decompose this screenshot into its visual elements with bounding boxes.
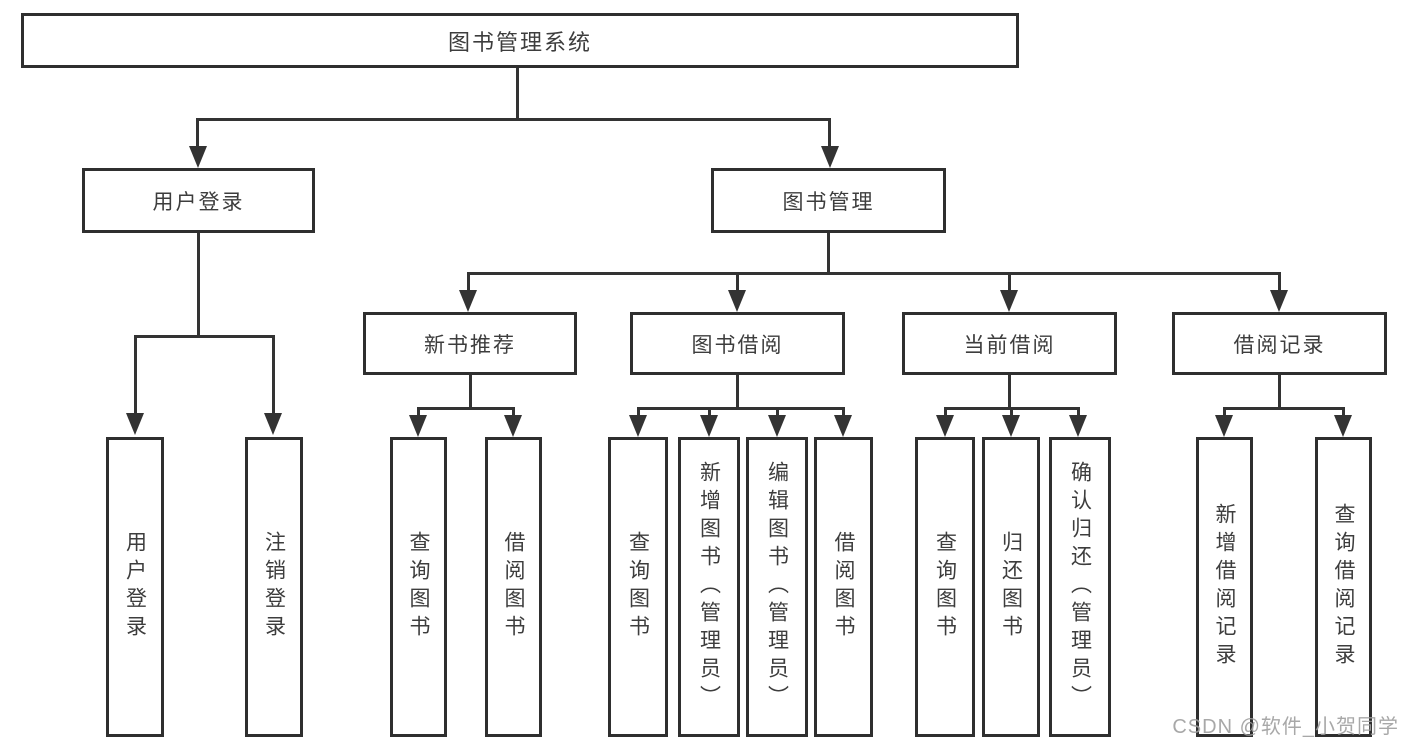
arrowhead-bor-edit (768, 415, 786, 437)
arrowhead-cur-query (936, 415, 954, 437)
node-leaf-current-confirm-return-admin: 确认归还（管理员） (1049, 437, 1111, 737)
node-leaf-borrow-query-books: 查询图书 (608, 437, 668, 737)
connector-user-login-drop (196, 118, 199, 150)
connector-leaf-login-drop (134, 335, 137, 415)
arrowhead-bor-borrow (834, 415, 852, 437)
arrowhead-recd-query (1334, 415, 1352, 437)
connector-cur-confirm-drop (1077, 407, 1080, 418)
node-book-management-label: 图书管理 (782, 190, 875, 214)
connector-bor-add-drop (708, 407, 711, 418)
arrowhead-current (1000, 290, 1018, 312)
node-borrow-records-label: 借阅记录 (1233, 333, 1326, 357)
node-leaf-current-return-books: 归还图书 (982, 437, 1040, 737)
node-leaf-records-add-record-label: 新增借阅记录 (1213, 503, 1237, 671)
connector-recd-query-drop (1342, 407, 1345, 418)
arrowhead-rec-borrow (504, 415, 522, 437)
node-new-book-recommend: 新书推荐 (363, 312, 577, 375)
node-leaf-records-query-record-label: 查询借阅记录 (1332, 503, 1356, 671)
connector-mgmt-branch (467, 272, 1280, 275)
node-leaf-current-query-books: 查询图书 (915, 437, 975, 737)
node-book-borrow: 图书借阅 (630, 312, 845, 375)
node-leaf-borrow-borrow-books: 借阅图书 (814, 437, 873, 737)
node-root-label: 图书管理系统 (447, 29, 592, 55)
connector-login-branch (134, 335, 274, 338)
node-user-login: 用户登录 (82, 168, 315, 233)
connector-bor-borrow-drop (842, 407, 845, 418)
arrowhead-recd-add (1215, 415, 1233, 437)
node-book-borrow-label: 图书借阅 (691, 333, 784, 357)
arrowhead-recommend (459, 290, 477, 312)
arrowhead-bor-add (700, 415, 718, 437)
node-leaf-recommend-query-books: 查询图书 (390, 437, 447, 737)
connector-borrow-drop (736, 272, 739, 292)
connector-bor-edit-drop (776, 407, 779, 418)
connector-root-branch (197, 118, 831, 121)
connector-rec-borrow-drop (512, 407, 515, 418)
node-book-management: 图书管理 (711, 168, 946, 233)
connector-current-drop (1008, 272, 1011, 292)
connector-bor-query-drop (637, 407, 640, 418)
node-leaf-user-login: 用户登录 (106, 437, 164, 737)
connector-login-stem (197, 233, 200, 335)
node-leaf-borrow-edit-books-admin: 编辑图书（管理员） (746, 437, 808, 737)
node-leaf-borrow-add-books-admin-label: 新增图书（管理员） (697, 461, 721, 713)
arrowhead-borrow (728, 290, 746, 312)
connector-cur-query-drop (944, 407, 947, 418)
node-new-book-recommend-label: 新书推荐 (424, 333, 516, 357)
connector-cur-return-drop (1010, 407, 1013, 418)
arrowhead-user-login (189, 146, 207, 168)
csdn-watermark: CSDN @软件_小贺同学 (1172, 716, 1399, 738)
node-current-borrow: 当前借阅 (902, 312, 1117, 375)
node-current-borrow-label: 当前借阅 (963, 333, 1056, 357)
connector-records-drop (1278, 272, 1281, 292)
connector-borrow-stem (736, 375, 739, 407)
node-leaf-records-add-record: 新增借阅记录 (1196, 437, 1253, 737)
connector-records-branch (1223, 407, 1345, 410)
connector-root-stem (516, 68, 519, 118)
node-user-login-label: 用户登录 (152, 190, 245, 214)
node-borrow-records: 借阅记录 (1172, 312, 1387, 375)
connector-borrow-branch (637, 407, 845, 410)
arrowhead-rec-query (409, 415, 427, 437)
connector-recommend-branch (417, 407, 515, 410)
node-leaf-recommend-borrow-books: 借阅图书 (485, 437, 542, 737)
arrowhead-bor-query (629, 415, 647, 437)
node-leaf-user-login-label: 用户登录 (123, 531, 147, 643)
connector-book-mgmt-drop (828, 118, 831, 150)
node-leaf-logout: 注销登录 (245, 437, 303, 737)
node-leaf-current-confirm-return-admin-label: 确认归还（管理员） (1068, 461, 1092, 713)
node-leaf-current-query-books-label: 查询图书 (933, 531, 957, 643)
connector-recommend-stem (469, 375, 472, 407)
node-leaf-borrow-borrow-books-label: 借阅图书 (832, 531, 856, 643)
connector-recd-add-drop (1223, 407, 1226, 418)
node-leaf-records-query-record: 查询借阅记录 (1315, 437, 1372, 737)
connector-current-stem (1008, 375, 1011, 407)
arrowhead-leaf-logout (264, 413, 282, 435)
connector-mgmt-stem (827, 233, 830, 272)
connector-records-stem (1278, 375, 1281, 407)
connector-leaf-logout-drop (272, 335, 275, 415)
node-leaf-borrow-edit-books-admin-label: 编辑图书（管理员） (765, 461, 789, 713)
connector-rec-query-drop (417, 407, 420, 418)
node-root: 图书管理系统 (21, 13, 1019, 68)
node-leaf-recommend-borrow-books-label: 借阅图书 (502, 531, 526, 643)
arrowhead-records (1270, 290, 1288, 312)
node-leaf-borrow-query-books-label: 查询图书 (626, 531, 650, 643)
arrowhead-cur-return (1002, 415, 1020, 437)
node-leaf-recommend-query-books-label: 查询图书 (407, 531, 431, 643)
connector-recommend-drop (467, 272, 470, 292)
arrowhead-leaf-login (126, 413, 144, 435)
node-leaf-current-return-books-label: 归还图书 (999, 531, 1023, 643)
arrowhead-book-mgmt (821, 146, 839, 168)
node-leaf-borrow-add-books-admin: 新增图书（管理员） (678, 437, 740, 737)
arrowhead-cur-confirm (1069, 415, 1087, 437)
node-leaf-logout-label: 注销登录 (262, 531, 286, 643)
